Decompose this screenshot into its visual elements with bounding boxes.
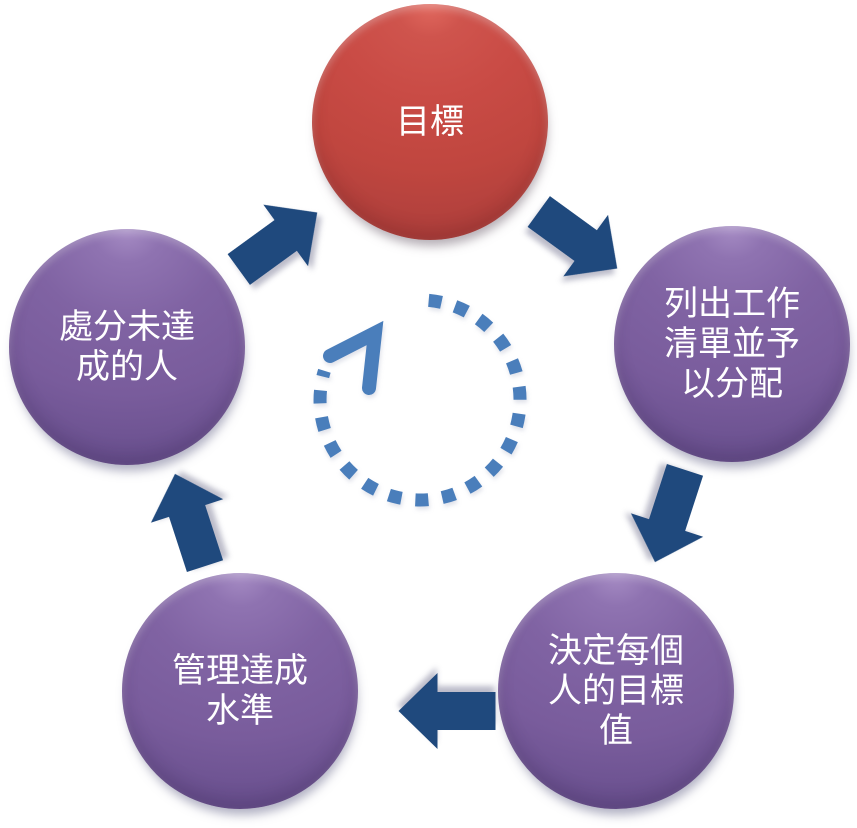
node-punish-non-achievers-label: 處分未達 成的人 xyxy=(59,306,195,387)
node-decide-target-values: 決定每個 人的目標 值 xyxy=(498,573,734,809)
arrow-manage-level-to-punish xyxy=(150,473,224,572)
node-manage-achievement-level-label: 管理達成 水準 xyxy=(172,650,308,731)
center-cycle-dotted-arc xyxy=(313,293,527,507)
node-list-tasks-label: 列出工作 清單並予 以分配 xyxy=(664,283,800,405)
arrow-punish-to-goal xyxy=(227,204,318,285)
node-goal-label: 目標 xyxy=(396,101,464,142)
center-cycle-arrowhead-icon xyxy=(323,320,384,395)
arrow-decide-values-to-manage-level xyxy=(398,673,496,749)
node-decide-target-values-label: 決定每個 人的目標 值 xyxy=(548,630,684,752)
arrow-list-tasks-to-decide-values xyxy=(630,464,704,563)
node-manage-achievement-level: 管理達成 水準 xyxy=(122,573,358,809)
arrow-goal-to-list-tasks xyxy=(527,196,618,277)
node-punish-non-achievers: 處分未達 成的人 xyxy=(9,229,245,465)
node-goal: 目標 xyxy=(312,4,548,240)
center-cycle-arrow xyxy=(313,293,527,507)
node-list-tasks: 列出工作 清單並予 以分配 xyxy=(614,226,850,462)
